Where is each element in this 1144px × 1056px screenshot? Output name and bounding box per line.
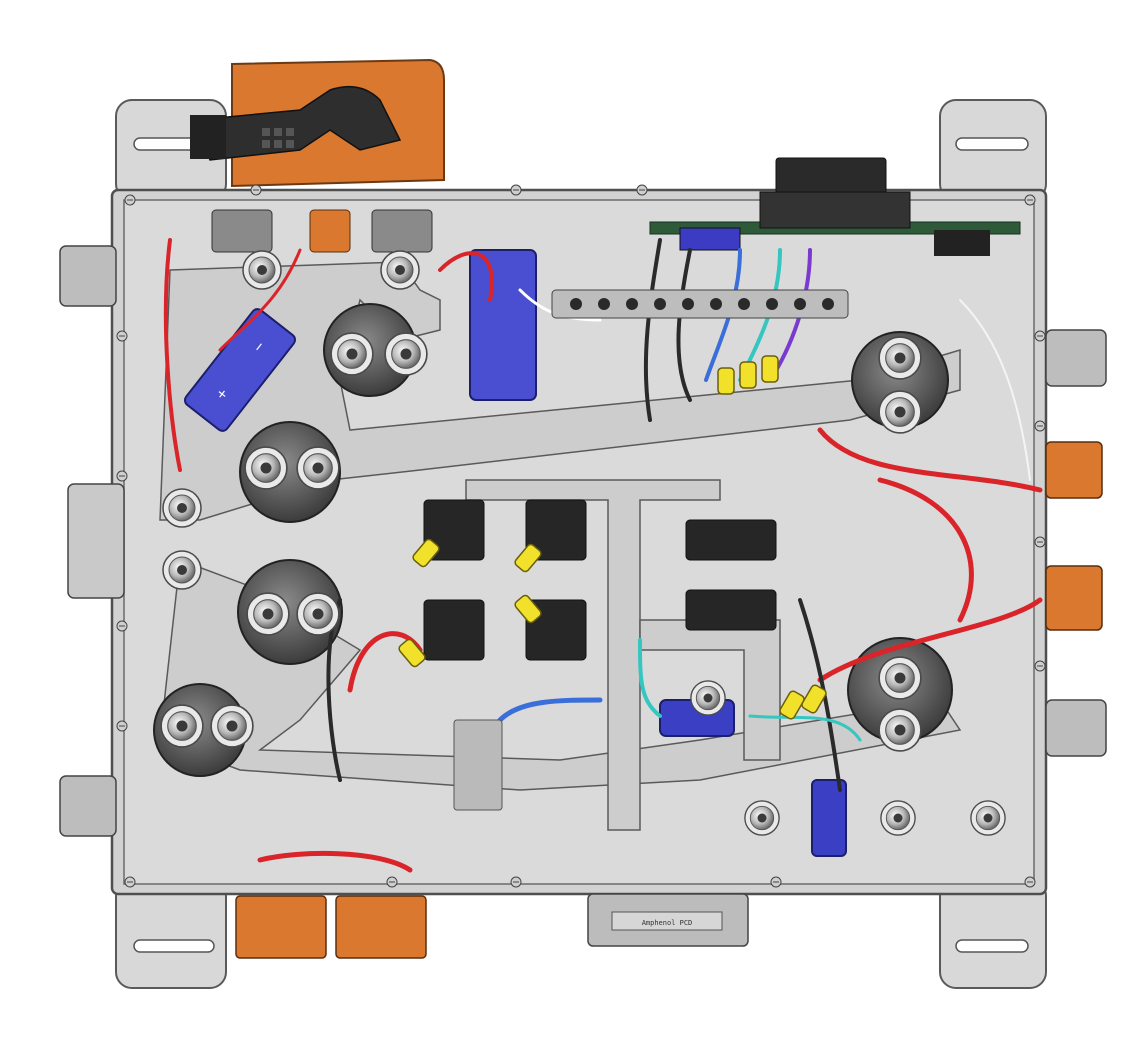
blue-fuses: + − xyxy=(183,249,847,857)
yellow-terminals xyxy=(398,355,827,720)
current-shunt xyxy=(453,719,503,811)
mounting-feet xyxy=(115,99,1047,989)
control-board xyxy=(649,157,1021,256)
contactors xyxy=(423,499,777,661)
top-grommets xyxy=(211,209,433,253)
amphenol-label: Amphenol PCD xyxy=(642,919,693,927)
terminal-block-row xyxy=(551,289,849,319)
bottom-connectors: Amphenol PCD xyxy=(235,893,749,959)
capacitors xyxy=(153,303,953,777)
orange-service-disconnect xyxy=(190,58,445,188)
side-connectors xyxy=(59,245,1107,837)
